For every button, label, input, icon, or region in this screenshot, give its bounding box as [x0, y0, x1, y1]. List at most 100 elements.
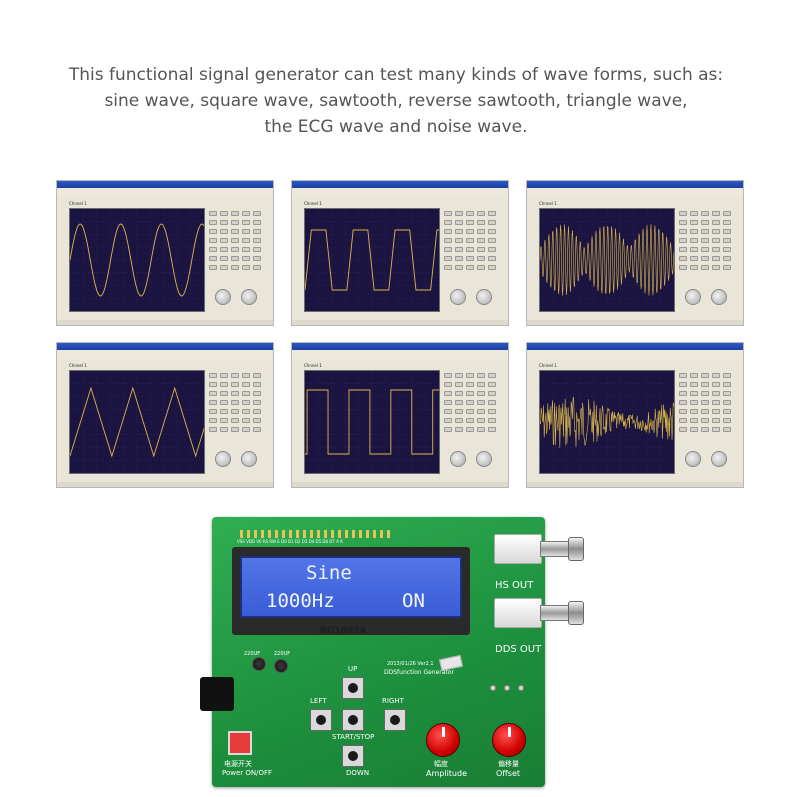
frequency-knob [450, 451, 466, 467]
scope-control-button [231, 211, 239, 216]
scope-control-button [209, 418, 217, 423]
scope-control-button [231, 220, 239, 225]
scope-control-button [209, 247, 217, 252]
scope-control-button [488, 265, 496, 270]
left-button[interactable] [310, 709, 332, 731]
scope-control-button [209, 229, 217, 234]
start-stop-label: START/STOP [332, 733, 375, 741]
scope-control-button [242, 256, 250, 261]
scope-control-button [220, 211, 228, 216]
signal-generator-board: VSS VDD V0 RS RW E D0 D1 D2 D3 D4 D5 D6 … [200, 517, 584, 787]
headline: This functional signal generator can tes… [0, 62, 792, 140]
scope-control-button [690, 247, 698, 252]
toolbar [57, 193, 273, 198]
capacitor-1 [252, 657, 266, 671]
waveform-trace [540, 396, 674, 448]
scope-control-button [466, 373, 474, 378]
scope-control-button [679, 211, 687, 216]
scope-control-button [455, 229, 463, 234]
offset-knob[interactable] [492, 723, 526, 757]
scope-control-button [444, 247, 452, 252]
scope-screenshot-modulated: Chnnel 1 [526, 180, 744, 326]
window-titlebar [292, 343, 508, 350]
version-label: 2013/01/26 Ver2.1 [387, 661, 434, 667]
scope-control-button [444, 211, 452, 216]
scope-control-button [455, 427, 463, 432]
scope-control-button [231, 400, 239, 405]
scope-control-button [253, 427, 261, 432]
scope-control-button [679, 409, 687, 414]
scope-control-button [242, 418, 250, 423]
pin-labels: VSS VDD V0 RS RW E D0 D1 D2 D3 D4 D5 D6 … [237, 539, 343, 544]
scope-control-button [466, 265, 474, 270]
scope-control-button [242, 229, 250, 234]
scope-control-button [712, 238, 720, 243]
scope-control-button [488, 256, 496, 261]
capacitor-1-label: 220UF [244, 651, 261, 657]
scope-control-button [209, 409, 217, 414]
amplitude-knob [241, 451, 257, 467]
scope-control-button [723, 400, 731, 405]
scope-control-button [488, 373, 496, 378]
scope-display [539, 208, 675, 312]
scope-control-button [690, 409, 698, 414]
scope-control-button [220, 247, 228, 252]
hs-out-label: HS OUT [495, 580, 534, 591]
status-bar [57, 320, 273, 325]
right-button[interactable] [384, 709, 406, 731]
scope-control-button [488, 229, 496, 234]
scope-control-button [477, 391, 485, 396]
scope-control-button [701, 247, 709, 252]
down-label: DOWN [346, 769, 370, 777]
frequency-knob [685, 289, 701, 305]
scope-control-button [220, 220, 228, 225]
scope-control-button [712, 373, 720, 378]
scope-control-button [679, 400, 687, 405]
window-titlebar [57, 181, 273, 188]
scope-control-button [477, 427, 485, 432]
scope-control-button [488, 382, 496, 387]
offset-cn-label: 偏移量 [498, 760, 519, 768]
amplitude-label: Amplitude [426, 769, 467, 778]
scope-control-button [253, 220, 261, 225]
test-point-3 [518, 685, 524, 691]
scope-screenshot-triangle: Chnnel 1 [56, 342, 274, 488]
scope-control-panel [679, 365, 739, 483]
down-button[interactable] [342, 745, 364, 767]
scope-display [539, 370, 675, 474]
scope-screenshot-square: Chnnel 1 [291, 342, 509, 488]
power-switch[interactable] [228, 731, 252, 755]
scope-control-button [701, 220, 709, 225]
scope-control-button [723, 256, 731, 261]
scope-control-button [466, 400, 474, 405]
scope-control-button [723, 247, 731, 252]
hs-out-connector [494, 532, 586, 566]
offset-label: Offset [496, 769, 521, 778]
scope-control-button [690, 238, 698, 243]
scope-control-button [209, 211, 217, 216]
frequency-knob [685, 451, 701, 467]
scope-display [304, 370, 440, 474]
scope-control-button [723, 427, 731, 432]
scope-control-button [444, 220, 452, 225]
scope-control-button [455, 382, 463, 387]
capacitor-2-label: 220UF [274, 651, 291, 657]
headline-line-3: the ECG wave and noise wave. [264, 117, 528, 137]
up-button[interactable] [342, 677, 364, 699]
scope-control-button [679, 265, 687, 270]
window-titlebar [527, 181, 743, 188]
scope-control-button [455, 247, 463, 252]
scope-control-button [690, 391, 698, 396]
scope-control-button [455, 220, 463, 225]
scope-control-button [701, 427, 709, 432]
scope-control-button [679, 220, 687, 225]
scope-control-button [444, 373, 452, 378]
start-stop-button[interactable] [342, 709, 364, 731]
frequency-knob [215, 289, 231, 305]
scope-control-button [253, 400, 261, 405]
scope-control-button [712, 211, 720, 216]
scope-control-button [444, 391, 452, 396]
scope-control-button [242, 247, 250, 252]
amplitude-knob[interactable] [426, 723, 460, 757]
scope-control-button [701, 211, 709, 216]
